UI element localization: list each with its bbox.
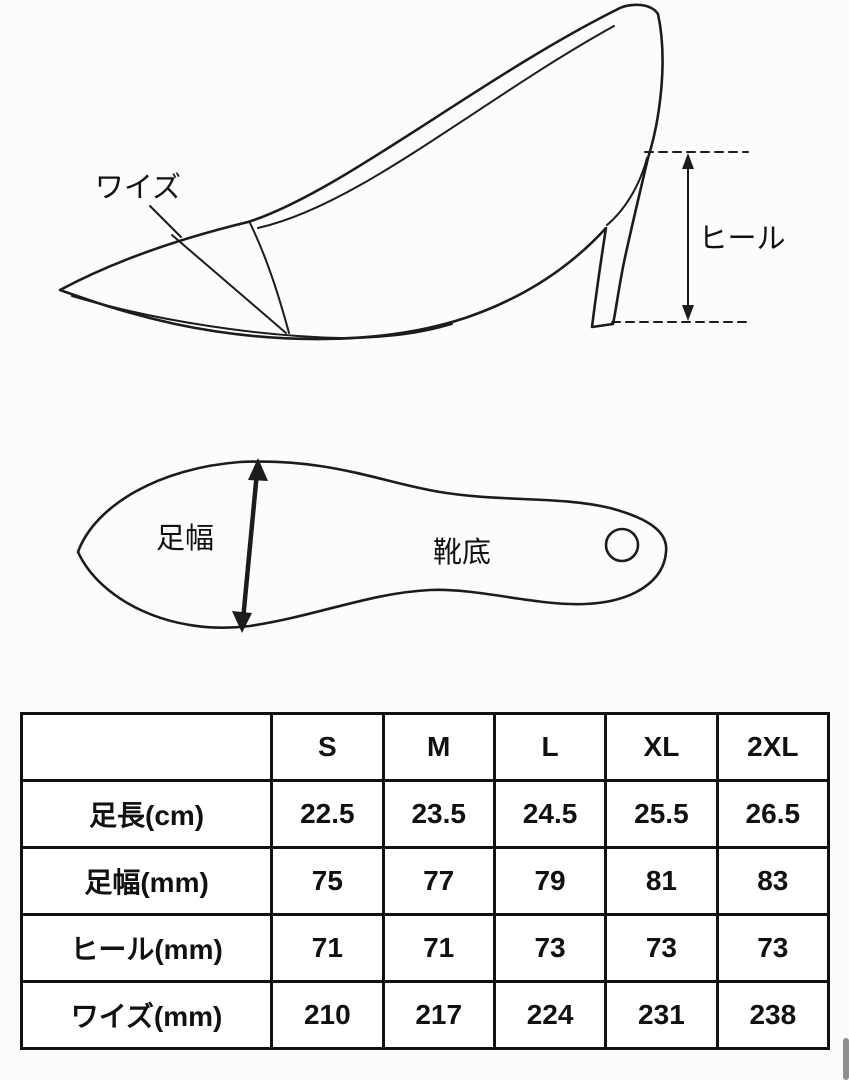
table-cell: 73 (715, 913, 831, 983)
sole-diagram: 足幅 靴底 (76, 458, 668, 633)
table-cell: 73 (604, 913, 719, 983)
table-cell: 23.5 (381, 779, 496, 849)
table-cell: 25.5 (604, 779, 719, 849)
width-label: ワイズ (95, 171, 181, 204)
heel-seat-line (606, 157, 648, 226)
table-cell: 71 (381, 913, 496, 983)
col-header-m: M (381, 712, 496, 782)
table-cell: 22.5 (270, 779, 385, 849)
foot-width-arrow-head-top (248, 458, 268, 481)
heel-arrow-head-bottom (682, 305, 694, 321)
row-label-heel: ヒール(mm) (19, 913, 274, 983)
topline-inner-rim (257, 25, 615, 229)
col-header-2xl: 2XL (715, 712, 831, 782)
table-cell: 73 (492, 913, 608, 983)
table-cell: 81 (604, 846, 719, 916)
table-row-foot-width: 足幅(mm) 75 77 79 81 83 (19, 846, 831, 916)
table-cell: 79 (492, 846, 608, 916)
col-header-xl: XL (604, 712, 719, 782)
sole-outline (76, 460, 668, 629)
pump-shoe-diagram: ワイズ ヒール (58, 3, 786, 341)
heel-label: ヒール (698, 223, 785, 255)
width-girth-line (171, 234, 287, 334)
table-cell: 26.5 (715, 779, 831, 849)
table-cell: 224 (492, 980, 608, 1050)
table-cell: 71 (270, 913, 385, 983)
sole-edge-line (71, 295, 453, 339)
col-header-s: S (270, 712, 385, 782)
sole-label: 靴底 (433, 536, 491, 569)
width-label-pointer-line (149, 205, 182, 238)
foot-width-label: 足幅 (156, 522, 214, 555)
table-row-foot-length: 足長(cm) 22.5 23.5 24.5 25.5 26.5 (19, 779, 831, 849)
col-header-l: L (492, 712, 608, 782)
table-cell: 83 (715, 846, 831, 916)
scrollbar-thumb[interactable] (843, 1038, 849, 1080)
row-label-foot-length: 足長(cm) (19, 779, 274, 849)
table-cell: 77 (381, 846, 496, 916)
table-row-heel: ヒール(mm) 71 71 73 73 73 (19, 913, 831, 983)
corner-header-cell (19, 712, 274, 782)
heel-pin-circle (604, 527, 640, 563)
table-cell: 238 (715, 980, 831, 1050)
table-cell: 24.5 (492, 779, 608, 849)
vamp-throat-seam (249, 222, 290, 334)
table-header-row: S M L XL 2XL (19, 712, 831, 782)
table-cell: 75 (270, 846, 385, 916)
heel-arrow-head-top (682, 153, 694, 169)
row-label-width-girth: ワイズ(mm) (19, 980, 274, 1050)
table-row-width-girth: ワイズ(mm) 210 217 224 231 238 (19, 980, 831, 1050)
size-table: S M L XL 2XL 足長(cm) 22.5 23.5 24.5 25.5 … (19, 712, 831, 1050)
table-cell: 231 (604, 980, 719, 1050)
row-label-foot-width: 足幅(mm) (19, 846, 274, 916)
foot-width-arrow-head-bottom (232, 611, 252, 633)
table-cell: 217 (381, 980, 496, 1050)
foot-width-arrow-line (240, 469, 260, 623)
table-cell: 210 (270, 980, 385, 1050)
